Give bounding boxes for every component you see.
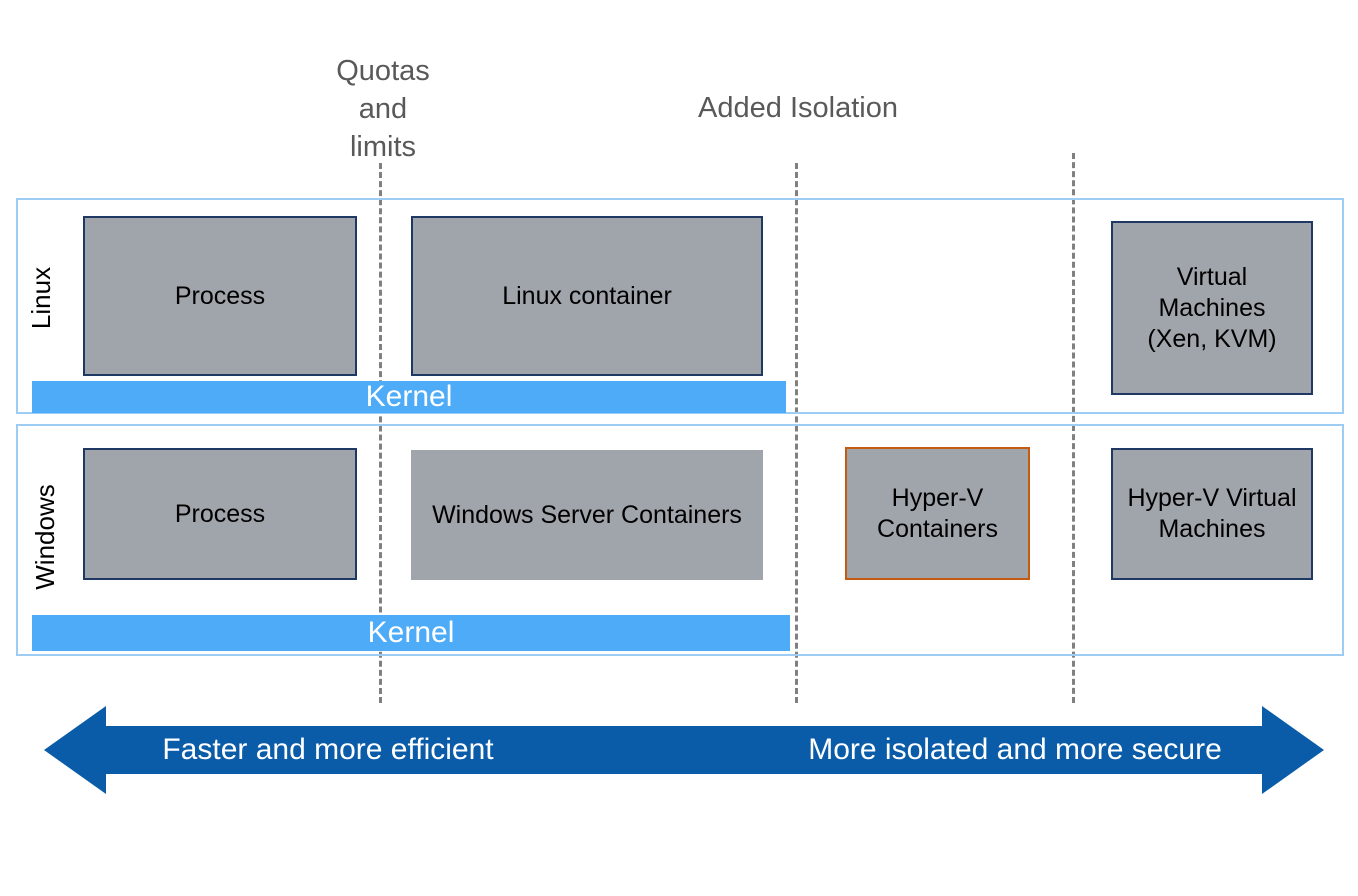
box-hyper-v-virtual-machines[interactable]: Hyper-V Virtual Machines (1111, 448, 1313, 580)
arrow-label-more-isolated-and-more-secure: More isolated and more secure (808, 733, 1222, 766)
dashed-divider-virtual-machines (1072, 153, 1075, 703)
annotation-added-isolation: Added Isolation (698, 92, 898, 124)
box-hyper-v-containers[interactable]: Hyper-V Containers (845, 447, 1030, 580)
annotation-quotas-and-limits: Quotas and limits (336, 55, 430, 163)
box-linux-process[interactable]: Process (83, 216, 357, 376)
spectrum-double-arrow (44, 706, 1324, 794)
os-row-windows (16, 424, 1344, 656)
box-windows-server-containers[interactable]: Windows Server Containers (411, 450, 763, 580)
kernel-bar-windows: Kernel (32, 615, 790, 651)
double-headed-arrow-icon (44, 706, 1324, 794)
box-linux-container[interactable]: Linux container (411, 216, 763, 376)
box-windows-process[interactable]: Process (83, 448, 357, 580)
box-linux-virtual-machines[interactable]: Virtual Machines (Xen, KVM) (1111, 221, 1313, 395)
os-row-linux (16, 198, 1344, 414)
arrow-label-faster-and-more-efficient: Faster and more efficient (162, 733, 494, 766)
dashed-divider-added-isolation (795, 163, 798, 703)
os-label-windows: Windows (30, 484, 60, 590)
kernel-bar-linux: Kernel (32, 381, 786, 413)
os-label-linux: Linux (26, 266, 56, 330)
dashed-divider-quotas (379, 163, 382, 703)
